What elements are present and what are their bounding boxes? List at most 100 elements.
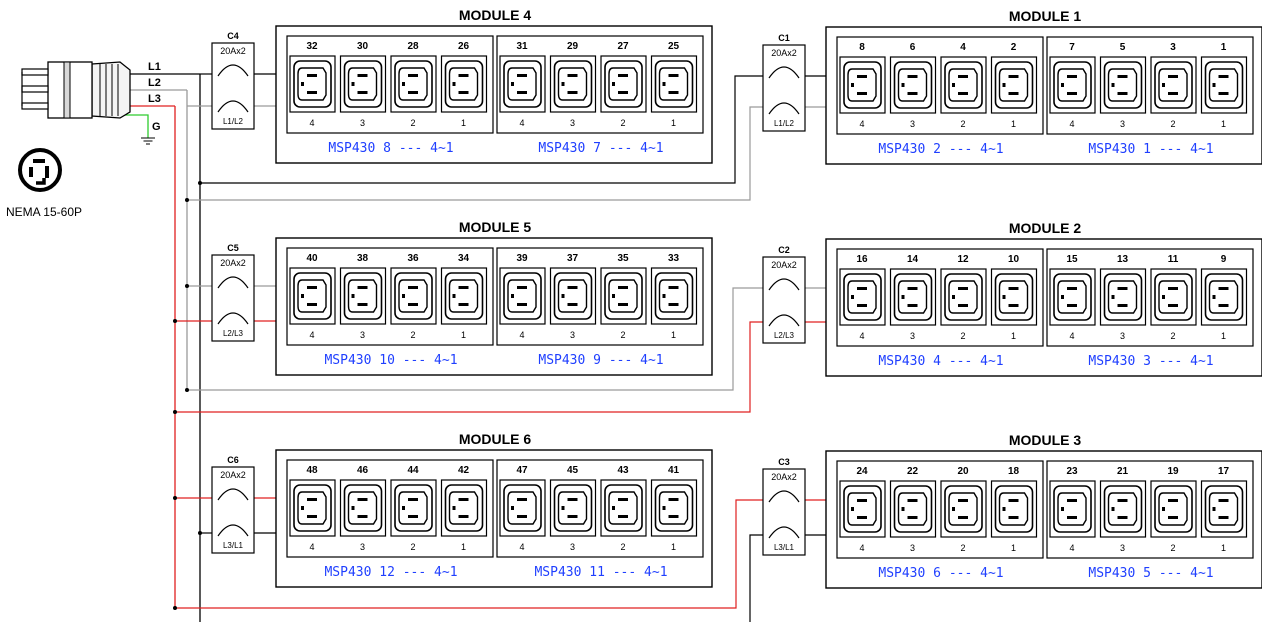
breaker-id: C3: [778, 457, 790, 467]
outlet-number: 26: [458, 41, 470, 52]
outlet-pin: [1117, 92, 1128, 95]
c13-outlet-icon: [1150, 56, 1197, 114]
breaker-arc-icon: [768, 526, 800, 539]
breaker-body: [211, 254, 255, 342]
outlet-pin: [567, 286, 578, 289]
outlet-position: 2: [1170, 543, 1175, 553]
c13-outlet-icon: [650, 55, 698, 113]
outlet-pin: [357, 515, 368, 518]
outlet-socket-inner: [398, 279, 428, 313]
outlet-number: 19: [1167, 466, 1179, 477]
outlet-position: 1: [461, 542, 466, 552]
plug-cord-body: [91, 61, 131, 119]
outlet-number: 46: [357, 465, 369, 476]
wire-c1-l2: [187, 106, 763, 201]
outlet-position: 3: [360, 330, 365, 340]
outlet-position: 1: [671, 118, 676, 128]
msp430-label: MSP430 7 --- 4~1: [538, 141, 663, 156]
outlet-socket-inner: [1107, 68, 1138, 102]
outlet-pin: [958, 287, 968, 290]
outlet-number: 27: [617, 41, 629, 52]
outlet-position: 4: [859, 543, 864, 553]
outlet-pin: [307, 74, 317, 77]
outlet-pin: [907, 75, 918, 78]
c13-outlet-icon: [440, 267, 488, 325]
outlet-pin: [1212, 83, 1216, 87]
outlet-pin: [517, 286, 527, 289]
outlet-socket-inner: [398, 491, 428, 525]
module-title: MODULE 5: [459, 219, 532, 235]
outlet-pin: [1162, 83, 1165, 87]
outlet-socket-inner: [1208, 68, 1239, 102]
msp430-label: MSP430 1 --- 4~1: [1088, 142, 1213, 157]
outlet-pin: [1111, 507, 1115, 511]
outlet-pin: [511, 82, 514, 86]
c13-outlet-icon: [600, 55, 647, 113]
outlet-socket-inner: [608, 279, 638, 313]
breaker-phase: L2/L3: [223, 329, 244, 338]
outlet-pin: [307, 498, 317, 501]
outlet-position: 1: [1011, 331, 1016, 341]
c13-outlet-icon: [1200, 480, 1248, 538]
outlet-position: 2: [960, 119, 965, 129]
outlet-socket-inner: [1107, 492, 1138, 526]
outlet-position: 3: [910, 119, 915, 129]
module-title: MODULE 3: [1009, 432, 1082, 448]
plug-prong: [21, 85, 49, 93]
outlet-pin: [1168, 304, 1178, 307]
outlet-pin: [901, 295, 905, 299]
outlet-pin: [1117, 287, 1128, 290]
outlet-socket-inner: [398, 67, 428, 101]
outlet-pin: [402, 506, 405, 510]
outlet-number: 13: [1117, 254, 1129, 265]
outlet-socket-inner: [948, 68, 978, 102]
outlet-pin: [567, 91, 578, 94]
outlet-pin: [1218, 92, 1229, 95]
outlet-number: 4: [960, 42, 966, 53]
outlet-socket-inner: [557, 279, 588, 313]
outlet-number: 25: [668, 41, 680, 52]
outlet-number: 10: [1008, 254, 1020, 265]
outlet-pin: [1002, 295, 1006, 299]
msp430-label: MSP430 2 --- 4~1: [878, 142, 1003, 157]
outlet-position: 3: [1120, 119, 1125, 129]
nema-face-icon: [18, 148, 62, 192]
outlet-socket-inner: [557, 491, 588, 525]
outlet-pin: [567, 515, 578, 518]
c13-outlet-icon: [839, 56, 886, 114]
outlet-socket-inner: [1208, 280, 1239, 314]
c13-outlet-icon: [940, 268, 987, 326]
outlet-position: 3: [360, 542, 365, 552]
outlet-position: 3: [360, 118, 365, 128]
outlet-socket-inner: [897, 280, 928, 314]
outlet-pin: [408, 303, 418, 306]
outlet-pin: [357, 303, 368, 306]
outlet-pin: [458, 515, 469, 518]
outlet-pin: [307, 303, 317, 306]
outlet-pin: [851, 507, 854, 511]
outlet-number: 23: [1066, 466, 1078, 477]
outlet-pin: [357, 74, 368, 77]
outlet-socket-inner: [1158, 492, 1188, 526]
c13-outlet-icon: [990, 268, 1038, 326]
outlet-pin: [1008, 75, 1019, 78]
outlet-pin: [567, 303, 578, 306]
outlet-pin: [517, 515, 527, 518]
msp430-label: MSP430 12 --- 4~1: [324, 565, 457, 580]
outlet-position: 2: [410, 118, 415, 128]
msp430-label: MSP430 3 --- 4~1: [1088, 354, 1213, 369]
outlet-pin: [1008, 499, 1019, 502]
c13-outlet-icon: [650, 267, 698, 325]
junction-dot: [185, 198, 189, 202]
outlet-pin: [618, 91, 628, 94]
outlet-pin: [1008, 516, 1019, 519]
breaker-arc-icon: [217, 64, 249, 77]
outlet-number: 17: [1218, 466, 1230, 477]
outlet-position: 3: [1120, 543, 1125, 553]
